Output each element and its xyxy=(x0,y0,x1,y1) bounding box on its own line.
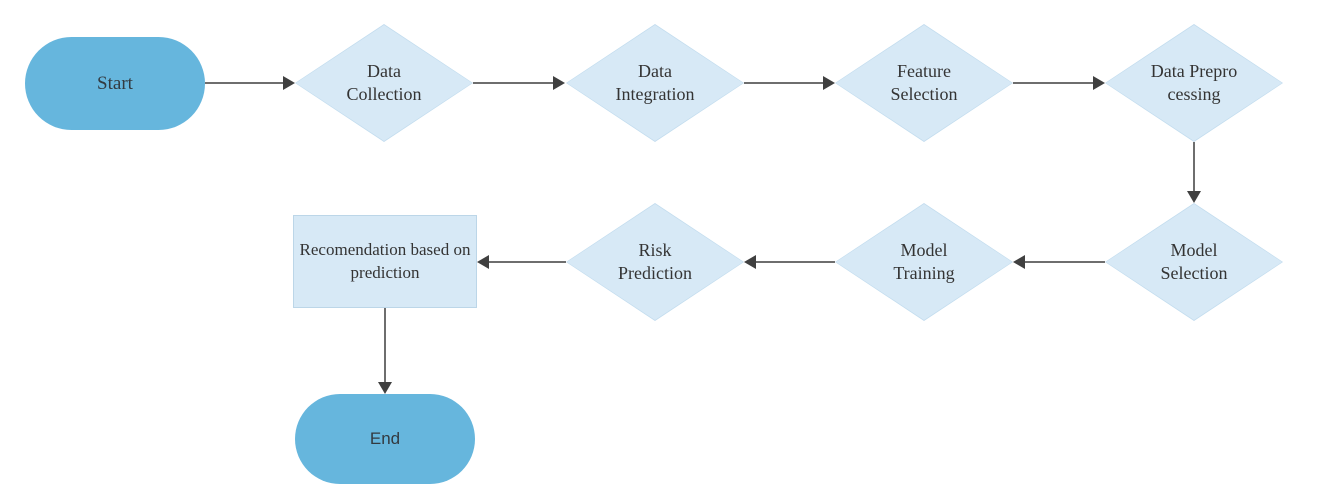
arrow-head-icon xyxy=(1093,76,1105,90)
arrow-line xyxy=(489,261,566,263)
arrow-line xyxy=(205,82,283,84)
node-feature-selection: Feature Selection xyxy=(835,24,1013,142)
arrow-head-icon xyxy=(553,76,565,90)
arrow-line xyxy=(473,82,553,84)
node-recommendation-label: Recomendation based on prediction xyxy=(299,240,471,282)
node-data-integration-label: Data Integration xyxy=(615,60,695,104)
node-model-training: Model Training xyxy=(835,203,1013,321)
node-data-preprocessing: Data Preprocessing xyxy=(1105,24,1283,142)
arrow-line xyxy=(756,261,835,263)
arrow-head-icon xyxy=(1187,191,1201,203)
node-data-preprocessing-label: Data Preprocessing xyxy=(1150,60,1238,104)
node-data-collection: Data Collection xyxy=(295,24,473,142)
arrow-head-icon xyxy=(283,76,295,90)
arrow-line xyxy=(744,82,823,84)
node-start: Start xyxy=(25,37,205,130)
arrow-line xyxy=(1013,82,1093,84)
node-start-label: Start xyxy=(97,72,133,94)
node-feature-selection-label: Feature Selection xyxy=(890,60,958,104)
node-end-label: End xyxy=(369,429,401,448)
arrow-line xyxy=(1025,261,1105,263)
node-model-training-label: Model Training xyxy=(893,239,955,283)
arrow-head-icon xyxy=(823,76,835,90)
node-data-collection-label: Data Collection xyxy=(346,60,422,104)
arrow-head-icon xyxy=(477,255,489,269)
node-risk-prediction: Risk Prediction xyxy=(566,203,744,321)
node-model-selection-label: Model Selection xyxy=(1160,239,1228,283)
node-data-integration: Data Integration xyxy=(566,24,744,142)
arrow-head-icon xyxy=(744,255,756,269)
node-model-selection: Model Selection xyxy=(1105,203,1283,321)
arrow-line xyxy=(1193,142,1195,191)
arrow-head-icon xyxy=(378,382,392,394)
node-recommendation: Recomendation based on prediction xyxy=(293,215,477,308)
node-risk-prediction-label: Risk Prediction xyxy=(618,239,692,283)
node-end: End xyxy=(295,394,475,484)
arrow-line xyxy=(384,308,386,382)
arrow-head-icon xyxy=(1013,255,1025,269)
